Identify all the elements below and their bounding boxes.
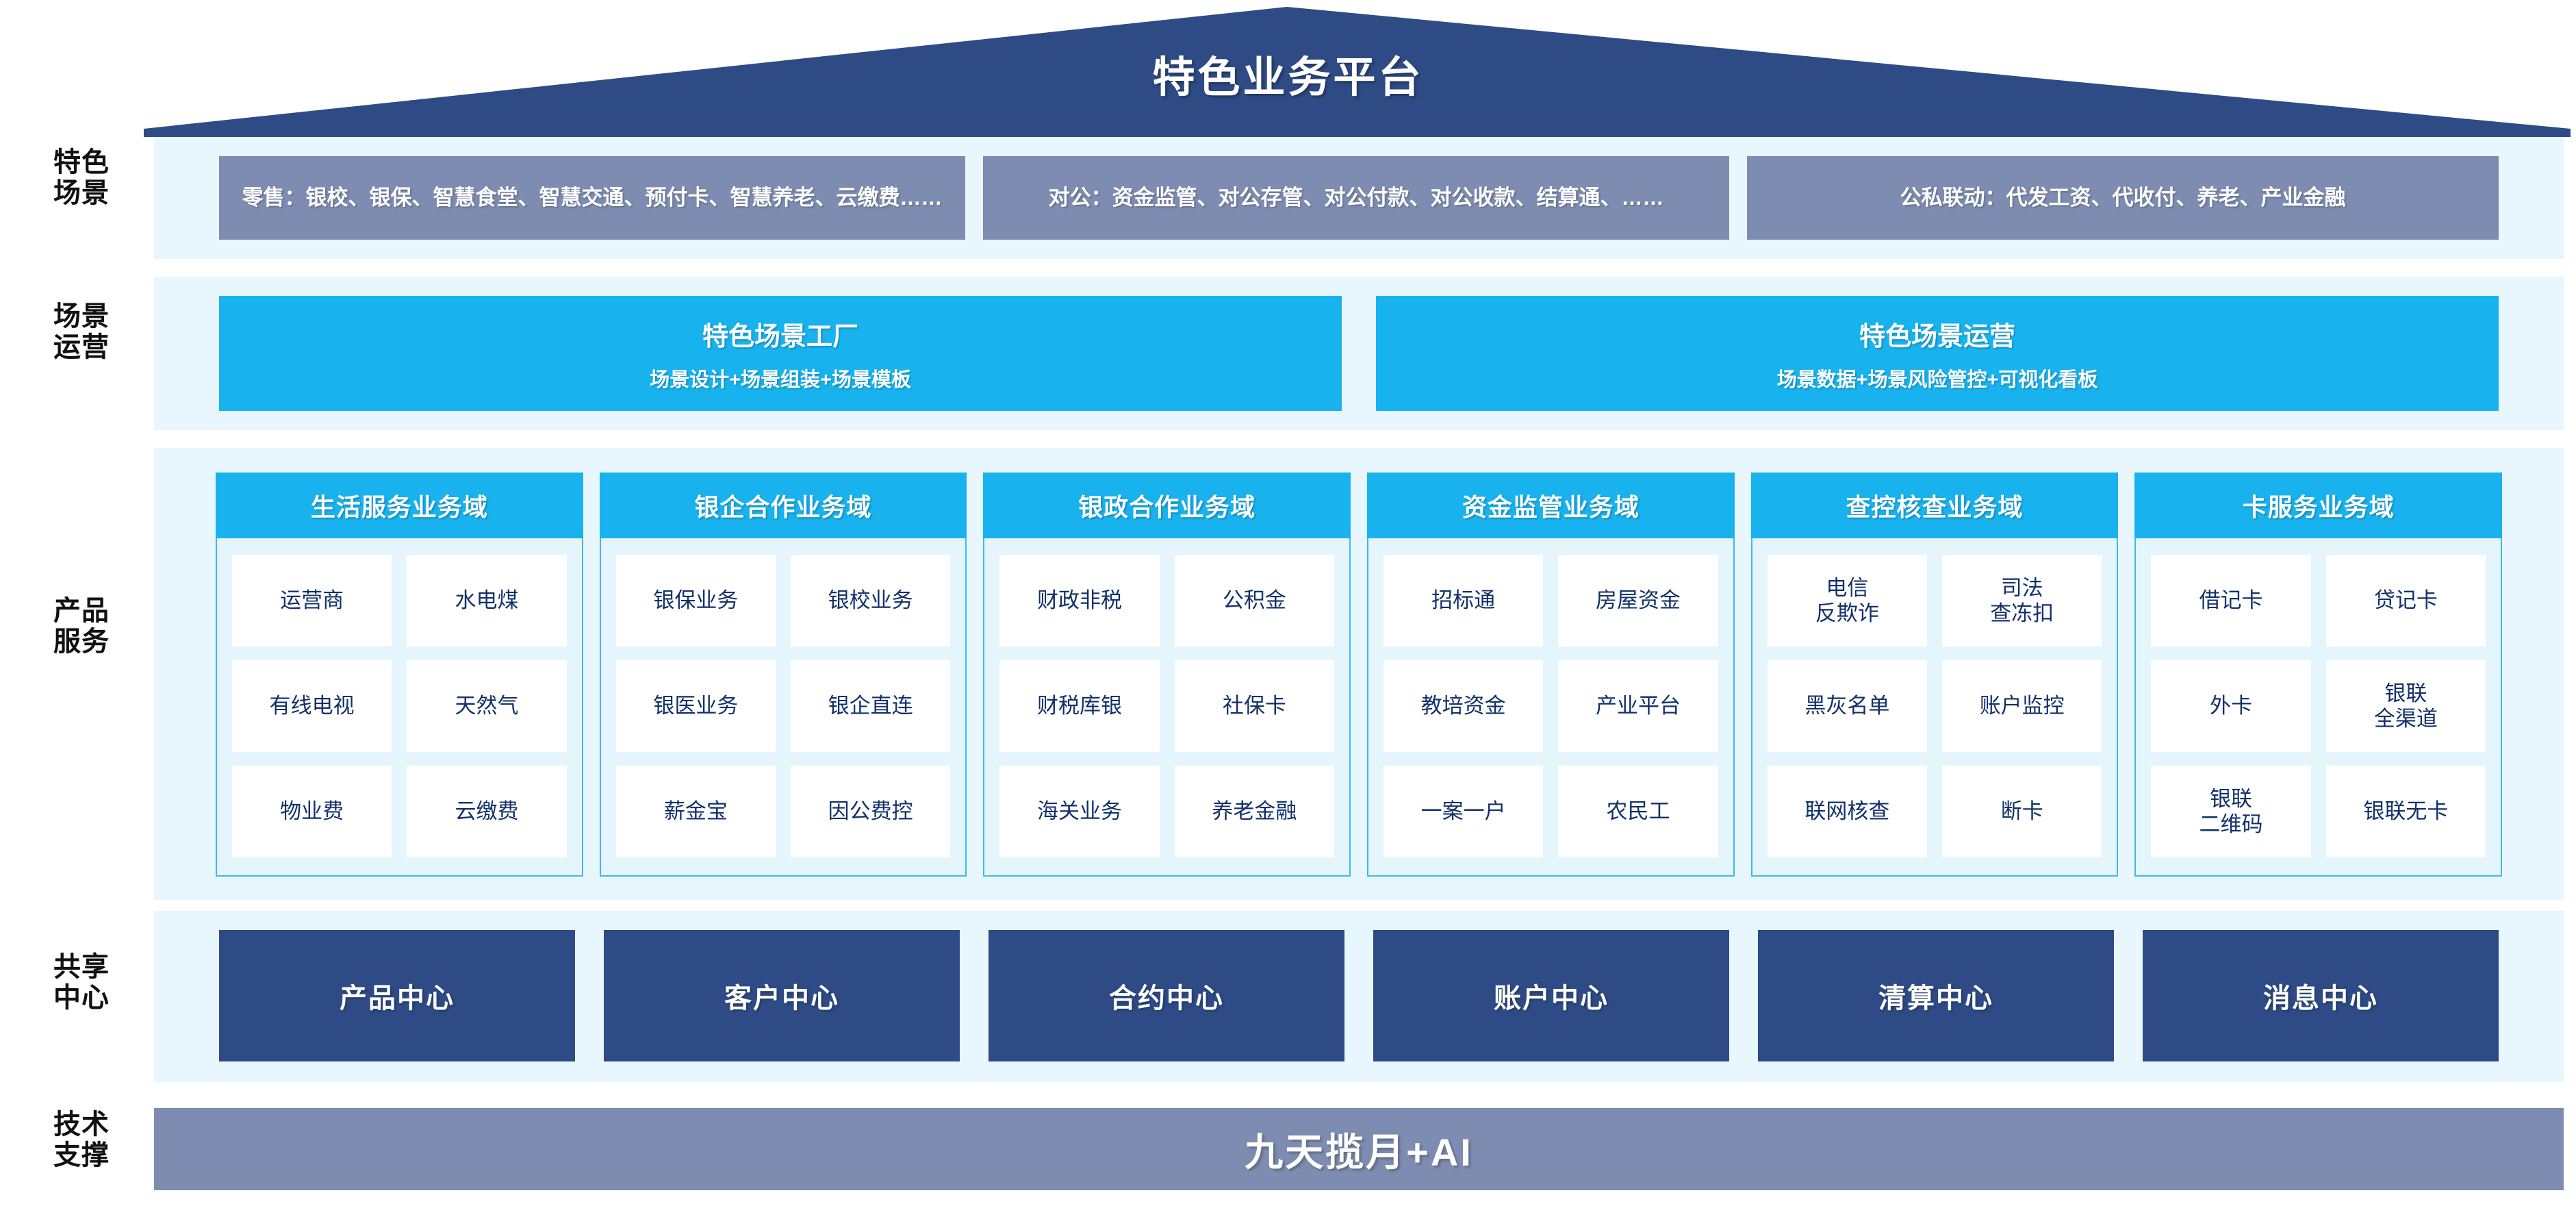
domain-card-life-service[interactable]: 生活服务业务域 运营商 水电煤 有线电视 天然气 物业费 云缴费 bbox=[216, 473, 583, 877]
domain-item[interactable]: 公积金 bbox=[1174, 555, 1335, 646]
domain-item[interactable]: 银校业务 bbox=[791, 555, 951, 646]
domain-item[interactable]: 财政非税 bbox=[999, 555, 1160, 646]
row-label-product: 产品 服务 bbox=[53, 596, 110, 657]
domain-item[interactable]: 账户监控 bbox=[1942, 660, 2102, 752]
domain-item[interactable]: 银联 全渠道 bbox=[2325, 660, 2486, 752]
domain-item[interactable]: 黑灰名单 bbox=[1767, 660, 1928, 752]
domain-item[interactable]: 海关业务 bbox=[999, 766, 1160, 857]
operation-card-operation[interactable]: 特色场景运营 场景数据+场景风险管控+可视化看板 bbox=[1376, 296, 2499, 411]
domain-item[interactable]: 养老金融 bbox=[1174, 766, 1335, 857]
domain-item[interactable]: 联网核查 bbox=[1767, 766, 1928, 857]
domain-item[interactable]: 云缴费 bbox=[407, 766, 567, 857]
domain-item[interactable]: 银企直连 bbox=[791, 660, 951, 752]
domain-item[interactable]: 电信 反欺诈 bbox=[1767, 555, 1928, 646]
scene-box-retail[interactable]: 零售：银校、银保、智慧食堂、智慧交通、预付卡、智慧养老、云缴费…… bbox=[219, 156, 965, 240]
domain-item[interactable]: 农民工 bbox=[1558, 766, 1718, 857]
domain-item[interactable]: 一案一户 bbox=[1383, 766, 1544, 857]
domain-item[interactable]: 天然气 bbox=[407, 660, 567, 752]
domain-item[interactable]: 因公费控 bbox=[791, 766, 951, 857]
operation-operation-subtitle: 场景数据+场景风险管控+可视化看板 bbox=[1776, 368, 2098, 391]
domain-item[interactable]: 外卡 bbox=[2151, 660, 2311, 752]
domain-item[interactable]: 房屋资金 bbox=[1558, 555, 1718, 646]
domain-item[interactable]: 招标通 bbox=[1383, 555, 1544, 646]
domain-title: 银政合作业务域 bbox=[983, 473, 1351, 538]
shared-center-settlement[interactable]: 清算中心 bbox=[1758, 930, 2114, 1061]
domain-card-investigation-control[interactable]: 查控核查业务域 电信 反欺诈 司法 查冻扣 黑灰名单 账户监控 联网核查 断卡 bbox=[1750, 473, 2119, 877]
domain-item[interactable]: 教培资金 bbox=[1383, 660, 1544, 752]
domain-title: 卡服务业务域 bbox=[2134, 473, 2503, 538]
row-label-shared: 共享 中心 bbox=[53, 952, 110, 1013]
shared-center-message[interactable]: 消息中心 bbox=[2143, 930, 2499, 1061]
domain-item[interactable]: 借记卡 bbox=[2151, 555, 2311, 646]
domain-item[interactable]: 司法 查冻扣 bbox=[1942, 555, 2102, 646]
domain-item[interactable]: 水电煤 bbox=[407, 555, 567, 646]
operation-row: 特色场景工厂 场景设计+场景组装+场景模板 特色场景运营 场景数据+场景风险管控… bbox=[154, 296, 2564, 411]
domain-title: 查控核查业务域 bbox=[1750, 473, 2119, 538]
domain-item[interactable]: 物业费 bbox=[232, 766, 392, 857]
operation-card-factory[interactable]: 特色场景工厂 场景设计+场景组装+场景模板 bbox=[219, 296, 1342, 411]
operation-factory-subtitle: 场景设计+场景组装+场景模板 bbox=[650, 368, 911, 391]
scene-row: 零售：银校、银保、智慧食堂、智慧交通、预付卡、智慧养老、云缴费…… 对公：资金监… bbox=[154, 156, 2564, 240]
shared-center-row: 产品中心 客户中心 合约中心 账户中心 清算中心 消息中心 bbox=[154, 930, 2564, 1061]
domain-item[interactable]: 薪金宝 bbox=[615, 766, 776, 857]
shared-center-product[interactable]: 产品中心 bbox=[219, 930, 575, 1061]
domain-item[interactable]: 银联无卡 bbox=[2325, 766, 2486, 857]
domain-item[interactable]: 贷记卡 bbox=[2325, 555, 2486, 646]
shared-center-customer[interactable]: 客户中心 bbox=[604, 930, 960, 1061]
scene-box-linkage[interactable]: 公私联动：代发工资、代收付、养老、产业金融 bbox=[1747, 156, 2499, 240]
domain-title: 银企合作业务域 bbox=[599, 473, 967, 538]
domain-item[interactable]: 银联 二维码 bbox=[2151, 766, 2311, 857]
domain-item[interactable]: 财税库银 bbox=[999, 660, 1160, 752]
platform-header: 特色业务平台 bbox=[0, 0, 2576, 137]
domain-item[interactable]: 银保业务 bbox=[615, 555, 776, 646]
domain-item-grid: 银保业务 银校业务 银医业务 银企直连 薪金宝 因公费控 bbox=[601, 538, 966, 875]
domain-item-grid: 运营商 水电煤 有线电视 天然气 物业费 云缴费 bbox=[217, 538, 582, 875]
domain-title: 生活服务业务域 bbox=[216, 473, 583, 538]
domain-card-fund-supervision[interactable]: 资金监管业务域 招标通 房屋资金 教培资金 产业平台 一案一户 农民工 bbox=[1367, 473, 1735, 877]
shared-center-account[interactable]: 账户中心 bbox=[1373, 930, 1729, 1061]
operation-operation-title: 特色场景运营 bbox=[1859, 322, 2015, 351]
domain-item-grid: 电信 反欺诈 司法 查冻扣 黑灰名单 账户监控 联网核查 断卡 bbox=[1752, 538, 2117, 875]
row-label-scene: 特色 场景 bbox=[53, 147, 110, 208]
domain-item-grid: 借记卡 贷记卡 外卡 银联 全渠道 银联 二维码 银联无卡 bbox=[2136, 538, 2501, 875]
row-label-tech: 技术 支撑 bbox=[53, 1109, 110, 1170]
domain-card-card-service[interactable]: 卡服务业务域 借记卡 贷记卡 外卡 银联 全渠道 银联 二维码 银联无卡 bbox=[2134, 473, 2503, 877]
domain-card-bank-government[interactable]: 银政合作业务域 财政非税 公积金 财税库银 社保卡 海关业务 养老金融 bbox=[983, 473, 1351, 877]
shared-center-contract[interactable]: 合约中心 bbox=[989, 930, 1344, 1061]
tech-support-bar[interactable]: 九天揽月+AI bbox=[154, 1108, 2564, 1190]
operation-factory-title: 特色场景工厂 bbox=[702, 322, 858, 351]
domain-item[interactable]: 产业平台 bbox=[1558, 660, 1718, 752]
scene-box-corporate[interactable]: 对公：资金监管、对公存管、对公付款、对公收款、结算通、…… bbox=[983, 156, 1729, 240]
domain-item-grid: 财政非税 公积金 财税库银 社保卡 海关业务 养老金融 bbox=[984, 538, 1349, 875]
domain-item-grid: 招标通 房屋资金 教培资金 产业平台 一案一户 农民工 bbox=[1368, 538, 1733, 875]
domain-item[interactable]: 有线电视 bbox=[232, 660, 392, 752]
domain-title: 资金监管业务域 bbox=[1367, 473, 1735, 538]
roof-shape-icon bbox=[144, 7, 2571, 137]
row-label-operation: 场景 运营 bbox=[53, 301, 110, 362]
domain-item[interactable]: 社保卡 bbox=[1174, 660, 1335, 752]
domain-card-bank-enterprise[interactable]: 银企合作业务域 银保业务 银校业务 银医业务 银企直连 薪金宝 因公费控 bbox=[599, 473, 967, 877]
domain-item[interactable]: 银医业务 bbox=[615, 660, 776, 752]
page-title: 特色业务平台 bbox=[1152, 54, 1424, 101]
domain-item[interactable]: 断卡 bbox=[1942, 766, 2102, 857]
domain-item[interactable]: 运营商 bbox=[232, 555, 392, 646]
product-domain-row: 生活服务业务域 运营商 水电煤 有线电视 天然气 物业费 云缴费 银企合作业务域… bbox=[154, 473, 2564, 877]
